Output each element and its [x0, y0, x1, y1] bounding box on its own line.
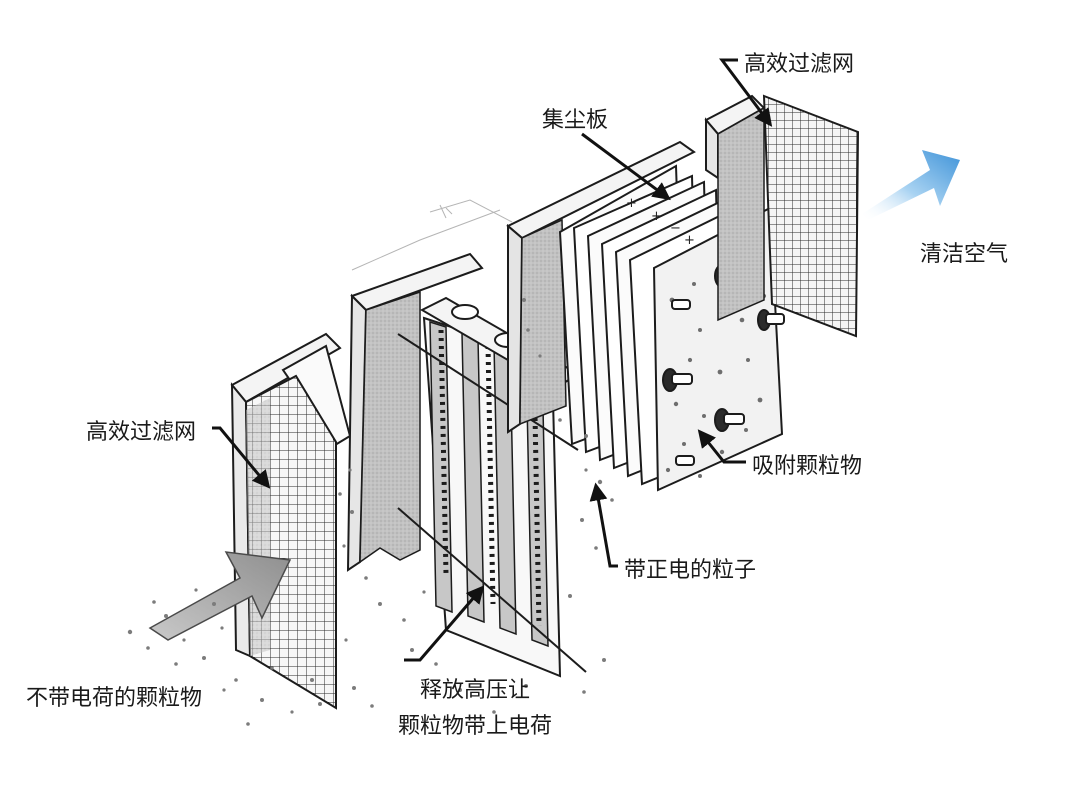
- label-clean-air: 清洁空气: [920, 242, 1009, 267]
- plate-sign: −: [670, 221, 681, 236]
- label-hepa-filter-right: 高效过滤网: [744, 52, 855, 77]
- arrow-right-hepa: [719, 58, 773, 127]
- arrow-collector-plate: [581, 132, 671, 201]
- label-ionizer-line2: 颗粒物带上电荷: [398, 714, 553, 739]
- label-positively-charged-particles: 带正电的粒子: [624, 558, 757, 583]
- collector-housing: [506, 140, 696, 434]
- arrow-ionizer: [404, 585, 485, 662]
- leader-arrows: [212, 58, 773, 662]
- wiring-lines: [351, 199, 513, 271]
- label-ionizer-line1: 释放高压让: [420, 678, 531, 703]
- ionizer-housing: [346, 252, 484, 572]
- label-uncharged-particles: 不带电荷的颗粒物: [26, 686, 203, 711]
- plate-sign: +: [626, 196, 637, 211]
- plate-connector-pipes: [662, 264, 785, 466]
- arrow-adsorbed: [697, 429, 746, 464]
- particle-dots: [127, 298, 614, 726]
- arrow-positive-particle: [589, 482, 618, 568]
- plate-sign: +: [651, 209, 662, 224]
- left-hepa-filter: [230, 332, 352, 710]
- arrow-left-hepa: [212, 426, 271, 489]
- clean-air-arrow: [862, 150, 960, 220]
- label-hepa-filter-left: 高效过滤网: [86, 420, 197, 445]
- label-dust-collector-plate: 集尘板: [542, 108, 609, 133]
- incoming-air-arrow: [148, 551, 292, 641]
- plate-sign: +: [684, 233, 695, 248]
- right-hepa-filter: [704, 94, 860, 338]
- label-adsorbed-particles: 吸附颗粒物: [752, 454, 863, 479]
